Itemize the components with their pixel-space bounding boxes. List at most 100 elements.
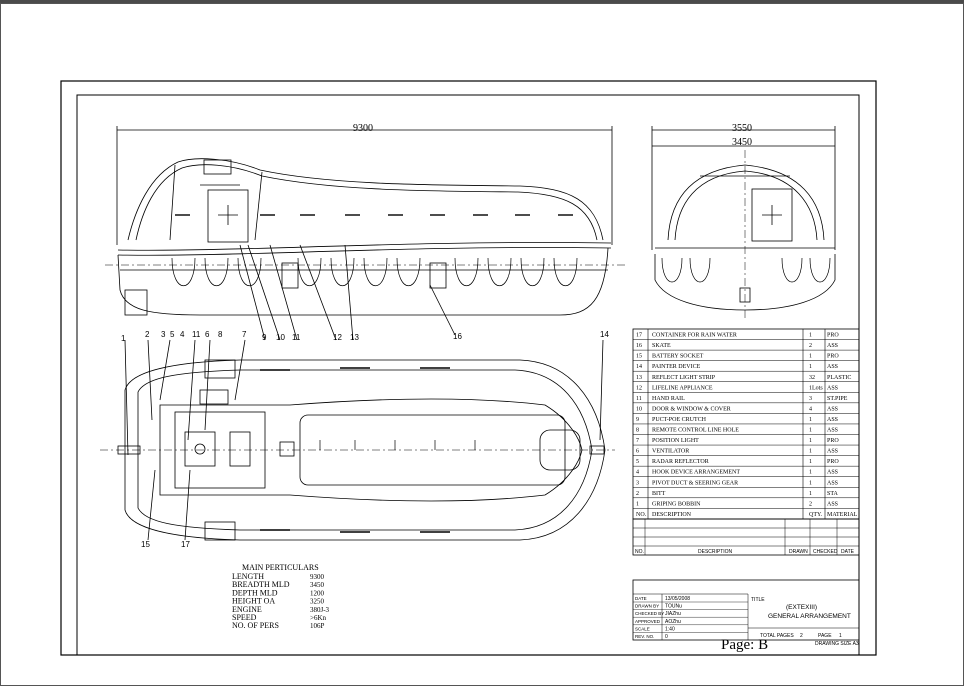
parts-qty: 4 <box>809 406 812 412</box>
page-number: 1 <box>839 633 842 639</box>
callout: 6 <box>205 330 210 339</box>
title-line-2: GENERAL ARRANGEMENT <box>768 613 851 620</box>
parts-desc: DOOR & WINDOW & COVER <box>652 406 731 412</box>
callout: 11 <box>192 330 201 339</box>
outer-frame <box>60 80 877 656</box>
callout: 12 <box>333 333 342 342</box>
parts-desc: BATTERY SOCKET <box>652 354 704 360</box>
parts-mat: PRO <box>827 354 839 360</box>
rev-col-checked: CHECKED <box>813 549 838 555</box>
parts-mat: PRO <box>827 438 839 444</box>
parts-desc: PUCT-POE CRUTCH <box>652 417 707 423</box>
parts-no: 17 <box>636 333 642 339</box>
rev-col-date: DATE <box>841 549 855 555</box>
inner-frame <box>76 94 860 656</box>
dim-front-outer: 3550 <box>732 123 752 134</box>
parts-desc: POSITION LIGHT <box>652 438 699 444</box>
tb-value: TOUNu <box>665 604 682 610</box>
revision-table: NO. DESCRIPTION DRAWN CHECKED DATE <box>632 518 860 556</box>
parts-desc: CONTAINER FOR RAIN WATER <box>652 333 737 339</box>
particular-value: 380J-3 <box>310 606 330 614</box>
callout: 14 <box>600 330 609 339</box>
parts-qty: 1 <box>809 428 812 434</box>
parts-no: 13 <box>636 375 642 381</box>
parts-mat: STA <box>827 491 839 497</box>
callout: 16 <box>453 332 462 341</box>
parts-mat: ASS <box>827 385 838 391</box>
parts-no: 5 <box>636 459 639 465</box>
parts-desc: DESCRIPTION <box>652 512 692 518</box>
particular-value: >6Kn <box>310 614 327 622</box>
callout: 9 <box>262 333 267 342</box>
tb-value: JIAZhu <box>665 611 681 617</box>
particulars-title: MAIN PERTICULARS <box>242 563 319 572</box>
parts-qty: 3 <box>809 396 812 402</box>
callout: 2 <box>145 330 150 339</box>
parts-mat: ASS <box>827 343 838 349</box>
particular-value: 3450 <box>310 581 325 589</box>
parts-mat: ASS <box>827 417 838 423</box>
parts-mat: ASS <box>827 480 838 486</box>
parts-mat: ASS <box>827 364 838 370</box>
particular-value: 1200 <box>310 589 325 597</box>
parts-qty: 1 <box>809 354 812 360</box>
parts-no: 1 <box>636 501 639 507</box>
parts-qty: 1 <box>809 491 812 497</box>
parts-qty: 1 <box>809 417 812 423</box>
particular-key: HEIGHT OA <box>232 597 275 606</box>
parts-no: 3 <box>636 480 639 486</box>
parts-mat: ST.PIPE <box>827 396 848 402</box>
parts-desc: SKATE <box>652 343 671 349</box>
parts-desc: REFLECT LIGHT STRIP <box>652 375 716 381</box>
parts-no: 12 <box>636 385 642 391</box>
tb-value: 1:40 <box>665 626 675 632</box>
parts-qty: 2 <box>809 343 812 349</box>
dim-front-inner: 3450 <box>732 137 752 148</box>
dim-length: 9300 <box>353 123 373 134</box>
parts-no: 16 <box>636 343 642 349</box>
page-label: Page: B <box>721 637 769 653</box>
parts-qty: 1 <box>809 449 812 455</box>
parts-qty: 1 <box>809 333 812 339</box>
callout: 10 <box>276 333 285 342</box>
plan-callouts: 1 2 3 5 4 11 6 8 7 14 15 17 <box>121 330 609 549</box>
particular-value: 9300 <box>310 573 325 581</box>
callout: 11 <box>292 333 301 342</box>
parts-mat: MATERIAL <box>827 512 858 518</box>
tb-value: 13/05/2008 <box>665 596 690 602</box>
particular-key: BREADTH MLD <box>232 580 290 589</box>
tb-key: CHECKED BY <box>635 611 664 616</box>
plan-view <box>100 339 615 541</box>
tb-key: SCALE <box>635 626 650 631</box>
side-view <box>105 126 625 341</box>
parts-mat: PRO <box>827 459 839 465</box>
parts-desc: LIFELINE APPLIANCE <box>652 385 713 391</box>
parts-desc: VENTILATOR <box>652 449 689 455</box>
rev-col-drawn: DRAWN <box>789 549 808 555</box>
parts-qty: 2 <box>809 501 812 507</box>
parts-no: 2 <box>636 491 639 497</box>
parts-desc: REMOTE CONTROL LINE HOLE <box>652 428 739 434</box>
parts-qty: 1 <box>809 480 812 486</box>
tb-value: 0 <box>665 634 668 640</box>
parts-no: 9 <box>636 417 639 423</box>
tb-key: REV. NO. <box>635 634 654 639</box>
page-label: PAGE <box>818 633 832 639</box>
particular-value: 106P <box>310 622 325 630</box>
tb-value: AOZhu <box>665 619 681 625</box>
parts-mat: ASS <box>827 428 838 434</box>
parts-desc: PAINTER DEVICE <box>652 364 701 370</box>
parts-qty: 1 <box>809 459 812 465</box>
side-callouts: 9 10 11 12 13 16 <box>262 332 462 342</box>
title-label: TITLE <box>751 597 765 603</box>
parts-desc: RADAR REFLECTOR <box>652 459 709 465</box>
front-view <box>651 126 836 320</box>
parts-no: 10 <box>636 406 642 412</box>
parts-mat: PRO <box>827 333 839 339</box>
parts-mat: ASS <box>827 501 838 507</box>
parts-no: 6 <box>636 449 639 455</box>
parts-mat: ASS <box>827 406 838 412</box>
parts-no: 8 <box>636 428 639 434</box>
